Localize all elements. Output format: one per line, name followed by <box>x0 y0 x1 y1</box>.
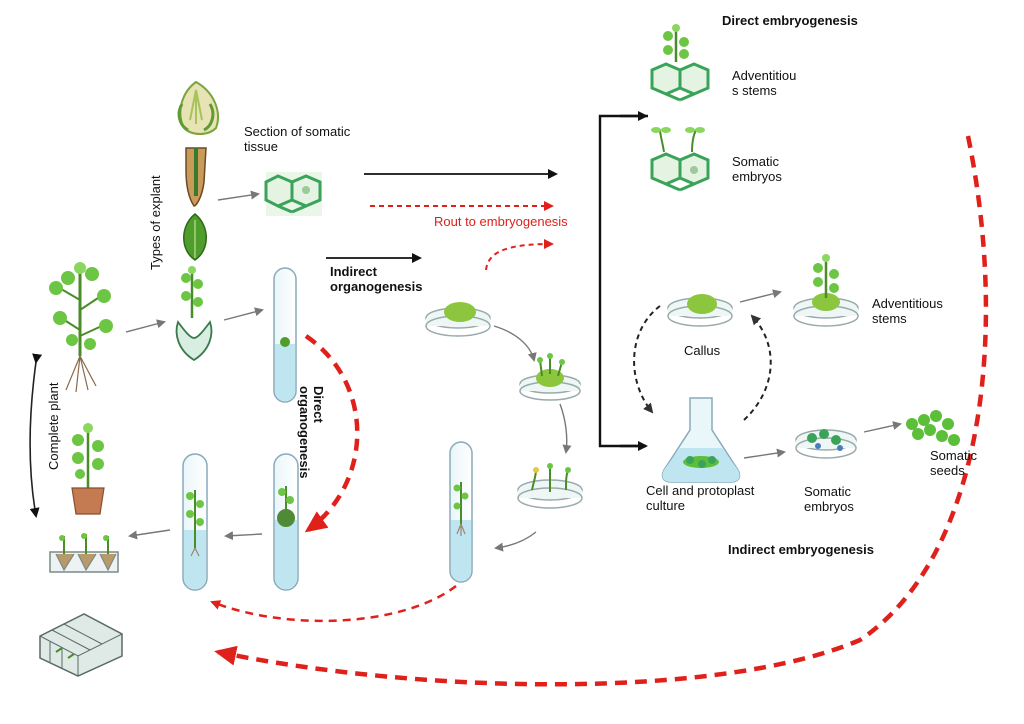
arrow-flask-to-embryos <box>743 448 786 459</box>
erlenmeyer-flask-icon <box>661 397 741 483</box>
meristem-icon <box>175 320 213 362</box>
somatic-seeds-label-1: Somatic <box>930 448 977 463</box>
indirect-organogenesis-label-2: organogenesis <box>330 279 422 294</box>
arrow-callus-to-stems <box>739 289 782 303</box>
arrow-callus-to-flask <box>633 305 661 414</box>
seedling-tray-icon <box>49 533 119 573</box>
shoots-dish-icon <box>519 353 581 401</box>
types-of-explant-label: Types of explant <box>148 175 163 270</box>
cell-protoplast-label-1: Cell and protoplast <box>646 483 755 498</box>
adventitious-stems-top-label-1: Adventitiou <box>732 68 796 83</box>
somatic-seeds-icon <box>906 410 960 446</box>
arrow-complete-plant-cycle <box>29 353 43 518</box>
somatic-embryos-bottom-label-2: embryos <box>804 499 854 514</box>
route-embryogenesis-label: Rout to embryogenesis <box>434 214 568 229</box>
test-tube-plantlets-left <box>182 453 208 591</box>
arrow-explant-to-section <box>217 190 260 201</box>
cell-protoplast-label-2: culture <box>646 498 685 513</box>
potted-plant-icon <box>71 423 105 515</box>
direct-embryogenesis-label: Direct embryogenesis <box>722 13 858 28</box>
arrow-indirect-embryogenesis-return <box>214 135 989 687</box>
test-tube-shoot-callus <box>273 453 299 591</box>
section-somatic-label-2: tissue <box>244 139 278 154</box>
arrow-rooted-tube-return <box>210 585 457 623</box>
indirect-organogenesis-label-1: Indirect <box>330 264 378 279</box>
somatic-embryos-dish-icon <box>795 429 857 459</box>
bracket-direct-indirect <box>598 114 648 448</box>
arrow-tube-to-tray <box>128 529 171 540</box>
complete-plant-label: Complete plant <box>46 382 61 470</box>
arrow-callus-to-shoots <box>493 325 537 362</box>
shoot-icon <box>181 266 203 318</box>
indirect-embryogenesis-label: Indirect embryogenesis <box>728 542 874 557</box>
adventitious-stems-top-label-2: s stems <box>732 83 777 98</box>
mature-plant-icon <box>49 262 113 393</box>
flower-bud-icon <box>177 80 219 135</box>
somatic-tissue-section-icon <box>264 172 322 216</box>
arrow-tube-to-tube <box>224 531 263 541</box>
arrow-plant-to-explant <box>125 319 166 333</box>
arrow-rooting-to-tube <box>494 531 537 552</box>
leaf-icon <box>183 213 207 261</box>
root-tip-icon <box>185 147 207 207</box>
direct-organogenesis-label-1: Direct <box>311 386 326 424</box>
callus-dish-icon <box>425 302 491 337</box>
arrow-shoots-to-rooting <box>559 403 572 454</box>
test-tube-rooted-plant <box>449 441 473 583</box>
adventitious-stems-mid-label-2: stems <box>872 311 907 326</box>
somatic-embryos-top-label-2: embryos <box>732 169 782 184</box>
somatic-embryos-bottom-label-1: Somatic <box>804 484 851 499</box>
arrow-direct-organogenesis <box>304 334 360 533</box>
rooting-dish-icon <box>517 463 583 509</box>
adventitious-stems-top-icon <box>650 24 710 102</box>
section-somatic-label-1: Section of somatic <box>244 124 351 139</box>
direct-organogenesis-label-2: organogenesis <box>297 386 312 478</box>
test-tube-explant <box>273 267 297 403</box>
somatic-embryos-top-icon <box>650 127 710 192</box>
callus-label: Callus <box>684 343 721 358</box>
somatic-embryos-top-label-1: Somatic <box>732 154 779 169</box>
somatic-seeds-label-2: seeds <box>930 463 965 478</box>
arrow-callus-to-route <box>485 239 554 271</box>
adventitious-stems-dish-icon <box>793 254 859 327</box>
arrow-meristem-to-tube <box>223 307 264 321</box>
arrow-embryos-to-seeds <box>863 421 902 433</box>
adventitious-stems-mid-label-1: Adventitious <box>872 296 943 311</box>
callus-dish-right-icon <box>667 294 733 327</box>
greenhouse-icon <box>39 613 123 677</box>
arrow-flask-to-stems <box>743 314 772 421</box>
